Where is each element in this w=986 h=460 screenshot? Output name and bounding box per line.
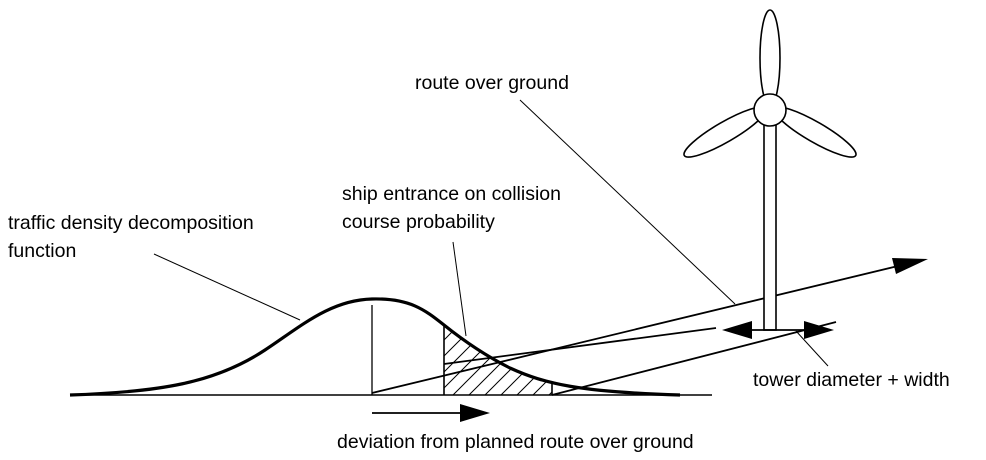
- wind-turbine-icon: [683, 9, 857, 331]
- tower-width-arrowhead-left: [722, 321, 752, 339]
- label-traffic-density-line1: traffic density decomposition: [8, 212, 254, 234]
- label-traffic-density-line2: function: [8, 240, 76, 262]
- collision-course-line-left: [443, 327, 717, 365]
- leader-traffic-density: [153, 253, 301, 321]
- tower-width-arrowhead-right: [804, 321, 834, 339]
- route-arrowhead: [892, 258, 928, 274]
- label-ship-entrance-line2: course probability: [342, 211, 495, 233]
- leader-ship-entrance: [452, 241, 467, 337]
- leader-route-over-ground: [519, 99, 736, 305]
- label-ship-entrance-line1: ship entrance on collision: [342, 183, 561, 205]
- label-deviation: deviation from planned route over ground: [337, 431, 694, 453]
- collision-course-line-right: [551, 321, 837, 396]
- deviation-arrowhead: [460, 404, 490, 422]
- turbine-blade-top: [759, 9, 781, 107]
- label-tower-diameter: tower diameter + width: [753, 369, 950, 391]
- label-route-over-ground: route over ground: [415, 72, 569, 94]
- turbine-hub: [753, 93, 787, 127]
- collision-probability-region: [444, 325, 552, 395]
- turbine-tower: [763, 124, 777, 331]
- traffic-density-curve: [69, 297, 681, 397]
- route-over-ground-line: [371, 264, 903, 394]
- leader-tower-diameter: [795, 330, 829, 367]
